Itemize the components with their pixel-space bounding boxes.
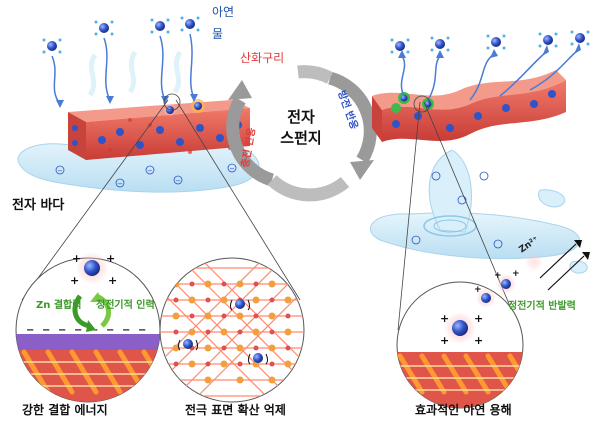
right-copper-oxide-rod [372, 70, 566, 142]
svg-text:−: − [117, 180, 123, 188]
legend-water-label: 물 [212, 27, 224, 41]
zoom-circle-dissolution: + + + + [396, 281, 524, 409]
svg-text:−: − [57, 167, 63, 175]
zoom-circle-diffusion [159, 257, 305, 403]
electrostatic-repulsion-label: 정전기적 반발력 [508, 301, 576, 312]
center-title-line1: 전자 [287, 108, 315, 126]
svg-text:+: + [494, 271, 502, 281]
svg-text:−: − [138, 325, 146, 336]
svg-text:−: − [58, 325, 66, 336]
left-water-ribbons [87, 50, 183, 97]
zoom-lines [21, 93, 521, 331]
caption-effective-dissolution: 효과적인 아연 용해 [415, 403, 512, 417]
left-zinc-atoms-top [42, 16, 200, 108]
svg-text:−: − [26, 325, 34, 336]
svg-text:−: − [90, 325, 98, 336]
right-electron-signs [411, 171, 503, 249]
svg-text:+: + [106, 252, 115, 265]
svg-text:−: − [147, 167, 153, 175]
legend-copper-oxide-label: 산화구리 [240, 51, 285, 65]
electron-sea-label: 전자 바다 [12, 198, 65, 213]
svg-text:+: + [70, 274, 79, 287]
svg-text:+: + [474, 312, 483, 325]
electrostatic-attraction-label: 정전기적 인력 [96, 300, 155, 311]
svg-text:+: + [108, 274, 117, 287]
right-zinc-atoms-top [390, 30, 590, 101]
svg-text:−: − [175, 177, 181, 185]
svg-text:−: − [106, 325, 114, 336]
caption-suppress-diffusion: 전극 표면 확산 억제 [185, 403, 286, 417]
left-electron-signs [55, 163, 237, 188]
left-copper-oxide-rod [68, 99, 250, 160]
center-title-line2: 스펀지 [280, 129, 322, 147]
svg-text:−: − [122, 325, 130, 336]
zoom-circle-binding: −−−− −−−− ++++ [15, 252, 161, 403]
legend-zinc-label: 아연 [212, 5, 235, 19]
cycle-arrows [226, 65, 377, 202]
svg-text:−: − [42, 325, 50, 336]
departing-zinc-ions: + + + [474, 240, 590, 308]
svg-text:−: − [229, 165, 235, 173]
svg-text:−: − [74, 325, 82, 336]
svg-text:+: + [440, 334, 449, 347]
right-splash-water [369, 149, 588, 274]
svg-text:+: + [440, 312, 449, 325]
svg-text:+: + [72, 252, 81, 265]
caption-strong-binding: 강한 결합 에너지 [22, 403, 108, 417]
svg-text:+: + [474, 285, 482, 295]
svg-text:+: + [512, 269, 520, 279]
svg-text:+: + [474, 334, 483, 347]
zn-binding-label: Zn 결합력 [36, 300, 82, 311]
